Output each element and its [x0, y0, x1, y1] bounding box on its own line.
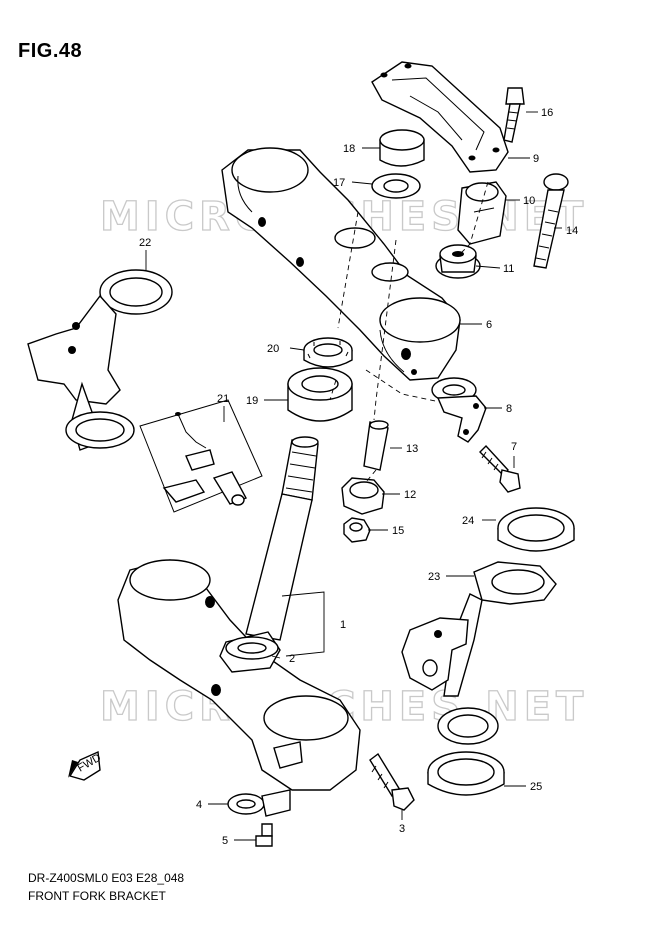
part-10-lower-holder	[457, 181, 507, 245]
diagram-name: FRONT FORK BRACKET	[28, 889, 166, 903]
part-24-seal	[497, 507, 575, 552]
part-4-clamp	[227, 789, 291, 817]
part-6-upper-bracket	[221, 147, 461, 381]
part-17-washer	[371, 173, 421, 199]
dash-line	[373, 239, 397, 421]
part-5-small-bolt	[255, 823, 273, 847]
part-7-bolt	[479, 444, 521, 493]
callout-21: 21	[217, 393, 229, 405]
callout-15: 15	[392, 525, 404, 537]
callout-4: 4	[196, 799, 202, 811]
part-15-nut	[343, 517, 371, 543]
callout-6: 6	[486, 319, 492, 331]
dash-line	[329, 379, 337, 401]
part-3-bolt	[369, 752, 415, 811]
callout-2: 2	[289, 653, 295, 665]
callout-24: 24	[462, 515, 474, 527]
callout-17: 17	[333, 177, 345, 189]
callout-18: 18	[343, 143, 355, 155]
part-12-damper	[341, 477, 385, 515]
part-21-cable-holder-kit	[139, 399, 263, 513]
callout-9: 9	[533, 153, 539, 165]
callout-1: 1	[340, 619, 346, 631]
callout-11: 11	[503, 263, 514, 275]
callout-20: 20	[267, 343, 279, 355]
part-9-handlebar-holder	[371, 61, 509, 173]
callout-3: 3	[399, 823, 405, 835]
callout-25: 25	[530, 781, 542, 793]
leader-lines	[145, 111, 562, 841]
part-1-steering-stem	[117, 436, 361, 791]
part-13-collar	[363, 420, 389, 471]
part-18-cap	[379, 129, 425, 167]
callout-12: 12	[404, 489, 416, 501]
part-8-plate	[431, 377, 487, 443]
callout-8: 8	[506, 403, 512, 415]
dash-line	[337, 211, 359, 329]
part-22-bracket	[27, 269, 173, 451]
callout-22: 22	[139, 237, 151, 249]
dash-line	[457, 181, 489, 257]
part-20-lock-nut	[303, 337, 353, 368]
diagram-code: DR-Z400SML0 E03 E28_048	[28, 871, 185, 885]
part-11-cushion	[435, 244, 481, 279]
callout-14: 14	[566, 225, 578, 237]
callout-10: 10	[523, 195, 535, 207]
callout-19: 19	[246, 395, 258, 407]
fwd-arrow-icon: FWD	[68, 750, 103, 781]
callout-5: 5	[222, 835, 228, 847]
part-19-bearing	[287, 367, 353, 422]
part-23-headlight-bracket	[401, 561, 557, 745]
part-25-seal	[427, 751, 505, 796]
part-14-long-bolt	[533, 173, 569, 269]
callout-16: 16	[541, 107, 553, 119]
callout-13: 13	[406, 443, 418, 455]
dash-line	[365, 469, 377, 483]
figure-title: FIG.48	[18, 40, 83, 62]
part-16-bolt	[503, 87, 525, 143]
callout-23: 23	[428, 571, 440, 583]
callout-7: 7	[511, 441, 517, 453]
